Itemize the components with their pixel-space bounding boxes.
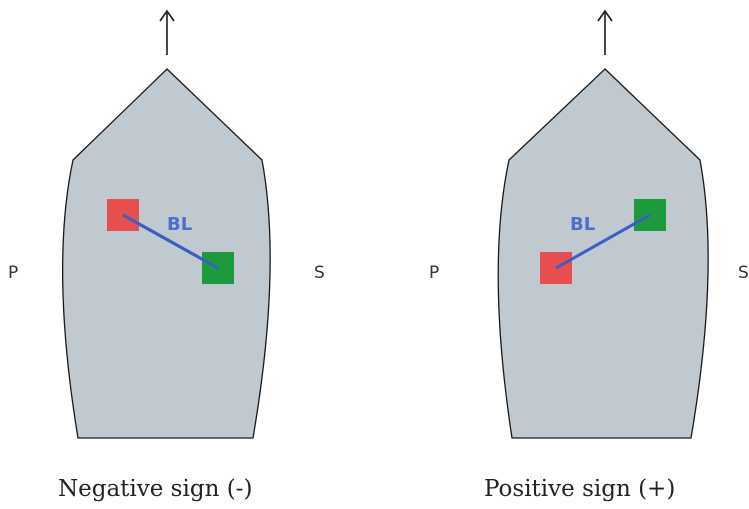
heading-up-arrow-icon: [597, 9, 613, 55]
heading-up-arrow-icon: [159, 9, 175, 55]
starboard-label-positive: S: [738, 263, 749, 283]
port-label-positive: P: [429, 263, 439, 283]
starboard-label-negative: S: [314, 263, 325, 283]
caption-negative: Negative sign (-): [58, 476, 252, 502]
baseline-label-negative: BL: [167, 214, 192, 235]
caption-positive: Positive sign (+): [484, 476, 675, 502]
hull-shape-negative: [61, 68, 271, 439]
hull-shape-positive: [497, 68, 709, 439]
baseline-label-positive: BL: [570, 214, 595, 235]
port-label-negative: P: [8, 263, 18, 283]
baseline-line-positive: [555, 213, 651, 270]
panel-negative: BL P S Negative sign (-): [8, 9, 325, 502]
panel-positive: BL P S Positive sign (+): [429, 9, 749, 502]
baseline-line-negative-overlay: [122, 213, 219, 270]
